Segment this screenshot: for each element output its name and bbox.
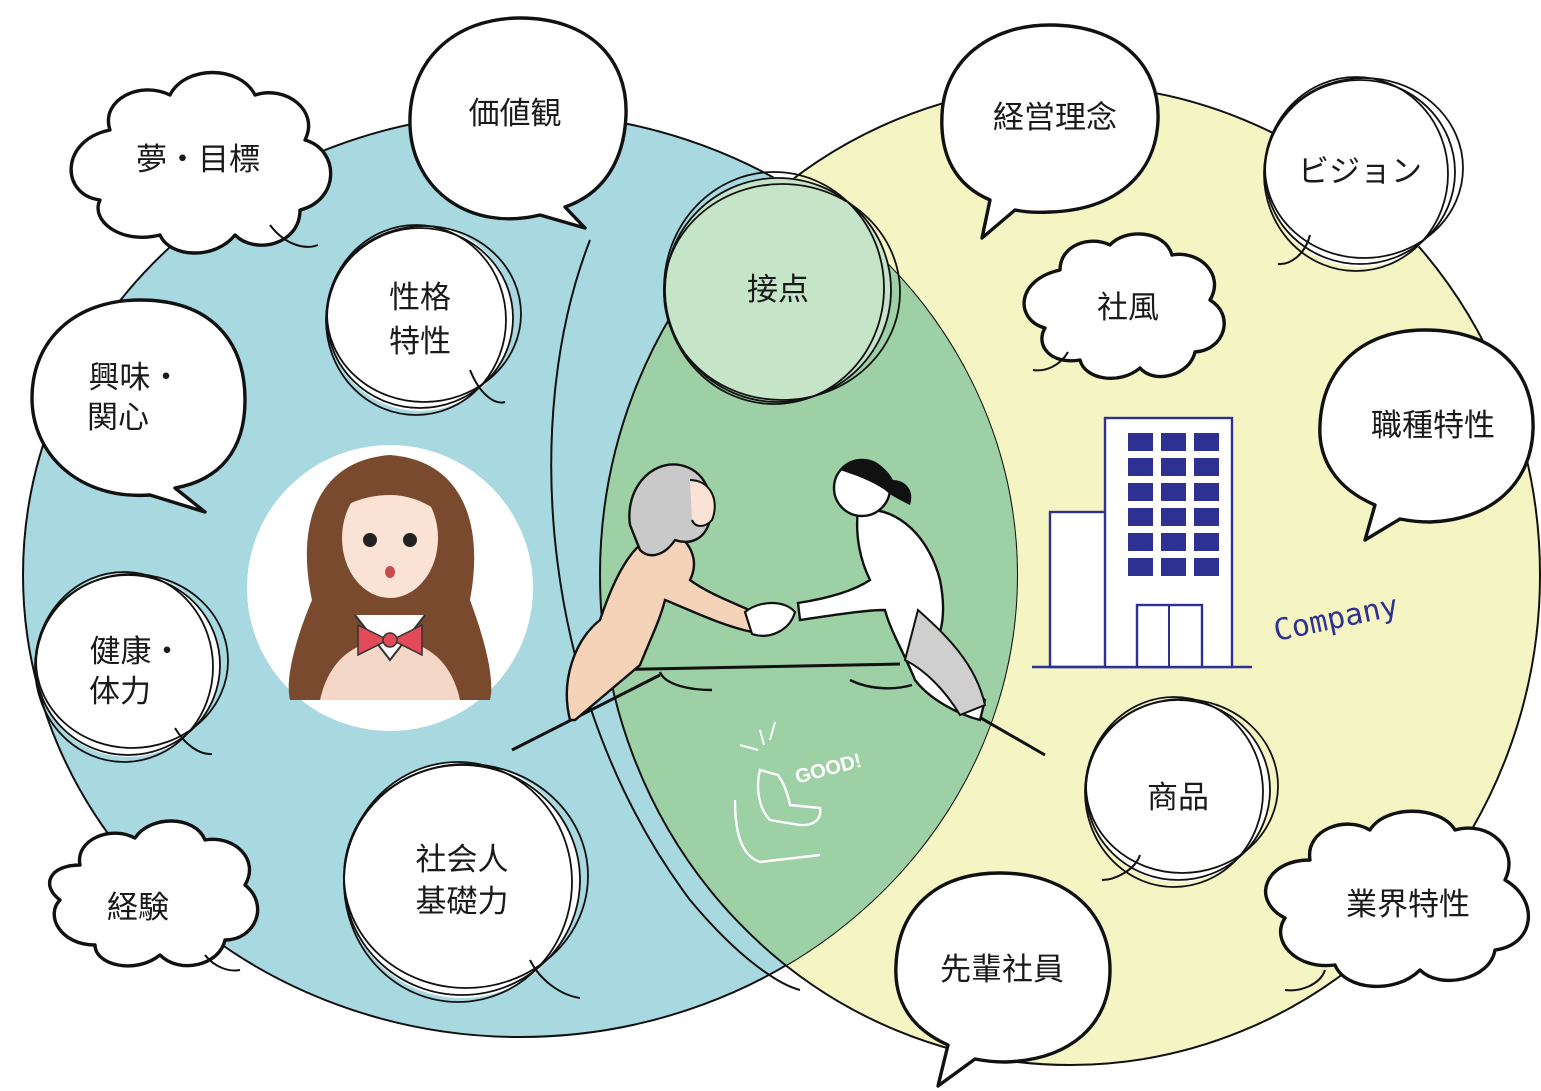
dream-label: 夢・目標 bbox=[136, 142, 260, 178]
senior-staff-label: 先輩社員 bbox=[940, 952, 1064, 988]
senior-staff-bubble: 先輩社員 bbox=[894, 871, 1112, 1088]
interest-label-1: 興味・ bbox=[89, 360, 182, 396]
basic-skills-label-1: 社会人 bbox=[416, 842, 509, 878]
vision-bubble: ビジョン bbox=[1263, 76, 1464, 272]
basic-skills-bubble: 社会人 基礎力 bbox=[343, 761, 589, 1003]
building-icon: Company bbox=[1032, 416, 1402, 669]
culture-bubble: 社風 bbox=[1022, 232, 1226, 380]
basic-skills-label-2: 基礎力 bbox=[416, 884, 509, 920]
interest-label-2: 関心 bbox=[87, 400, 149, 436]
personality-bubble: 性格 特性 bbox=[325, 224, 522, 416]
health-label-1: 健康・ bbox=[90, 634, 183, 670]
industry-traits-label: 業界特性 bbox=[1346, 887, 1470, 923]
dream-bubble: 夢・目標 bbox=[69, 70, 333, 255]
contact-bubble: 接点 bbox=[663, 171, 901, 405]
handshake-icon bbox=[511, 458, 1046, 757]
philosophy-label: 経営理念 bbox=[993, 100, 1117, 136]
job-traits-label: 職種特性 bbox=[1371, 408, 1495, 444]
products-bubble: 商品 bbox=[1084, 696, 1279, 888]
health-bubble: 健康・ 体力 bbox=[34, 571, 229, 763]
interest-bubble: 興味・ 関心 bbox=[30, 298, 247, 514]
health-label-2: 体力 bbox=[89, 674, 151, 710]
contact-label: 接点 bbox=[747, 272, 809, 308]
student-avatar-icon bbox=[247, 445, 533, 731]
vision-label: ビジョン bbox=[1298, 154, 1422, 190]
industry-traits-bubble: 業界特性 bbox=[1264, 809, 1530, 992]
values-label: 価値観 bbox=[469, 96, 562, 132]
experience-bubble: 経験 bbox=[47, 819, 260, 972]
culture-label: 社風 bbox=[1097, 290, 1159, 326]
values-bubble: 価値観 bbox=[408, 16, 628, 230]
products-label: 商品 bbox=[1147, 780, 1209, 816]
job-traits-bubble: 職種特性 bbox=[1318, 328, 1535, 542]
experience-label: 経験 bbox=[107, 890, 169, 926]
personality-label-2: 特性 bbox=[389, 324, 451, 360]
personality-label-1: 性格 bbox=[389, 280, 451, 316]
philosophy-bubble: 経営理念 bbox=[940, 23, 1160, 240]
